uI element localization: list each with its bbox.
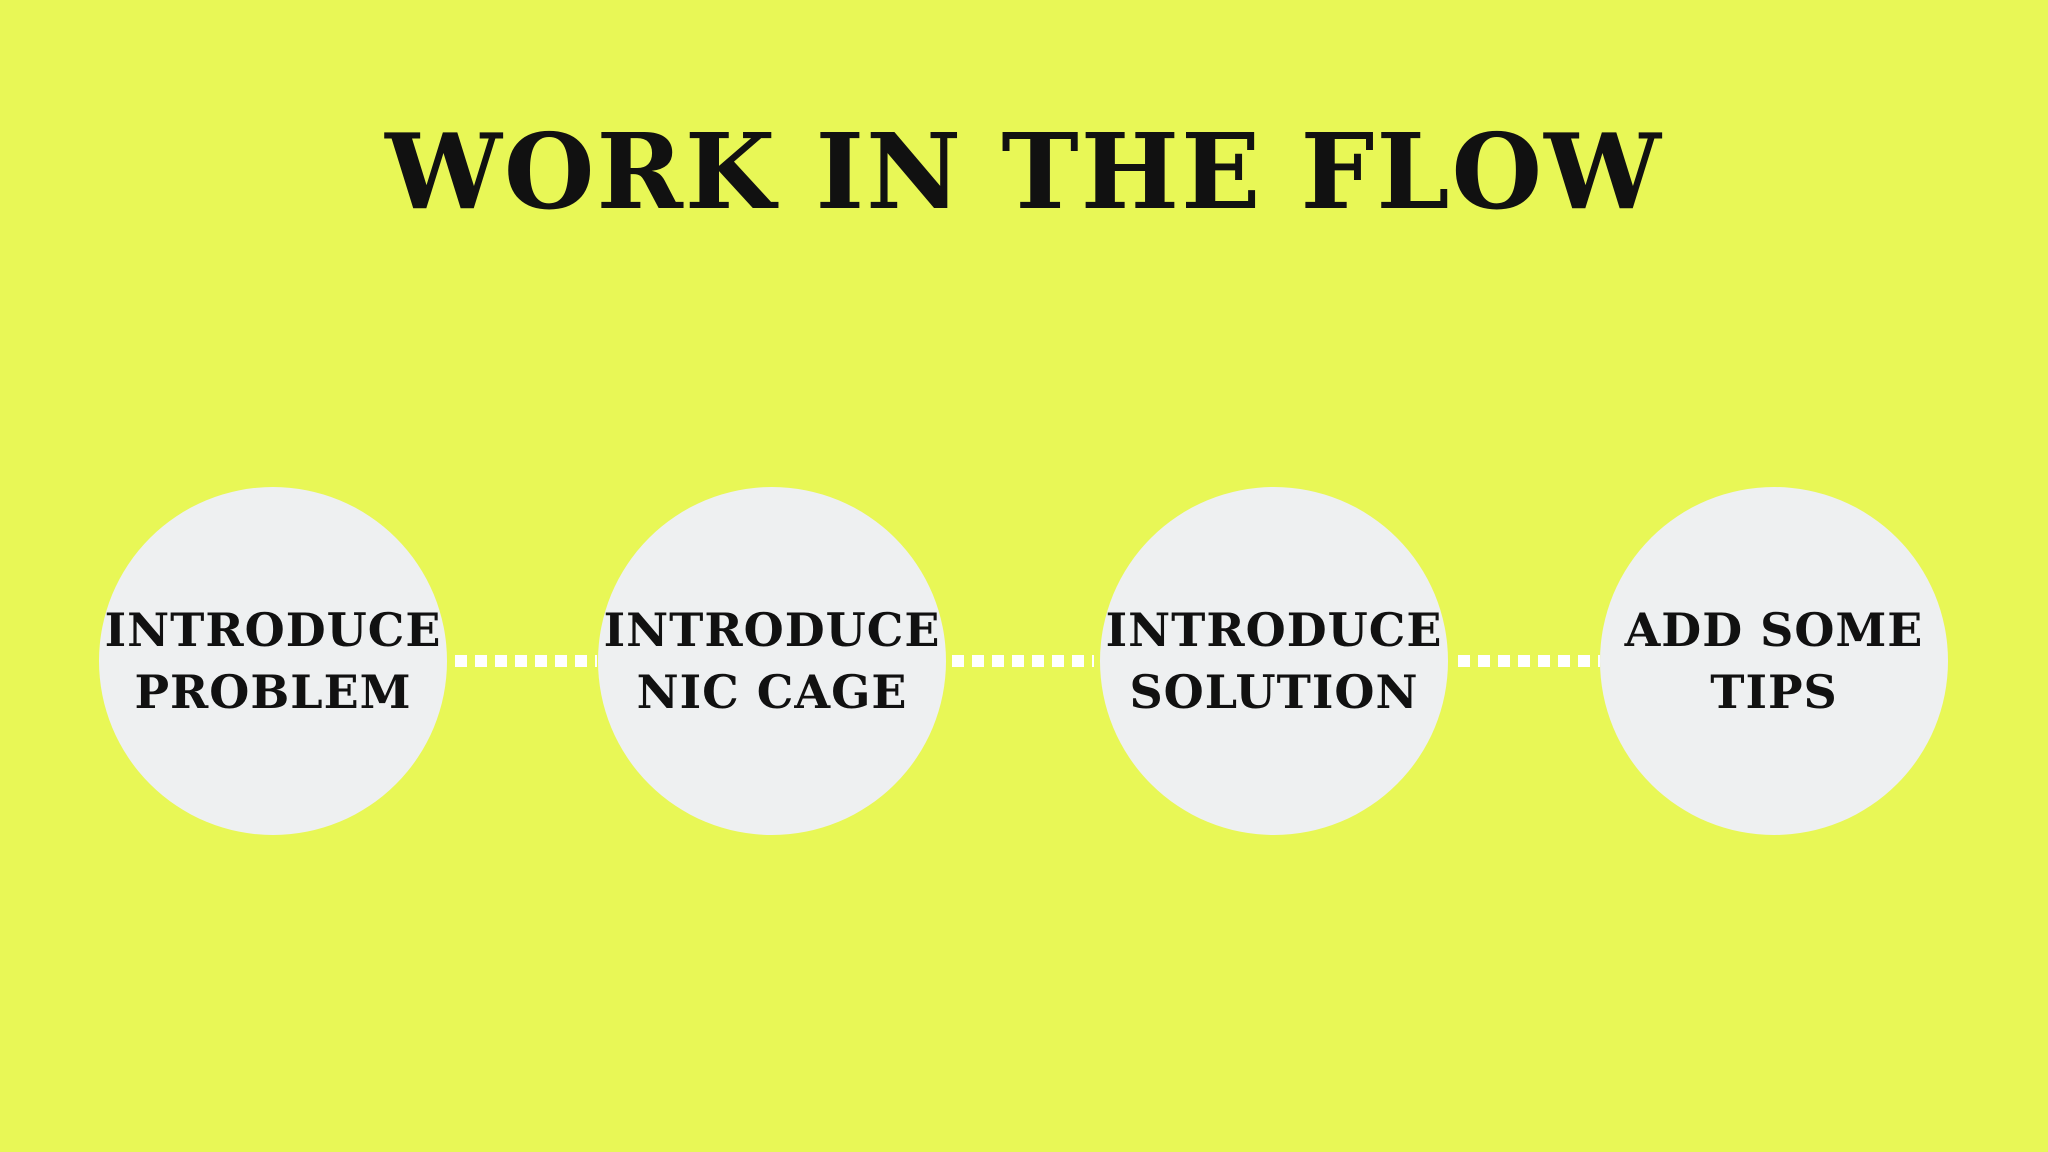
- step-label-line: ADD SOME: [1624, 603, 1924, 657]
- step-label-line: NIC CAGE: [636, 665, 908, 719]
- step-label-line: PROBLEM: [134, 665, 412, 719]
- step-label-line: TIPS: [1710, 665, 1838, 719]
- step-label-line: INTRODUCE: [104, 603, 442, 657]
- step-label-line: INTRODUCE: [1105, 603, 1443, 657]
- flow-step-add-some-tips: ADD SOME TIPS: [1600, 487, 1948, 835]
- step-label-line: SOLUTION: [1129, 665, 1419, 719]
- flow-step-introduce-problem: INTRODUCE PROBLEM: [99, 487, 447, 835]
- slide-title: WORK IN THE FLOW: [385, 110, 1663, 233]
- flow-step-introduce-nic-cage: INTRODUCE NIC CAGE: [598, 487, 946, 835]
- flow-step-introduce-solution: INTRODUCE SOLUTION: [1100, 487, 1448, 835]
- dotted-connector: [455, 655, 597, 667]
- dotted-connector: [952, 655, 1094, 667]
- dotted-connector: [1458, 655, 1600, 667]
- step-label-line: INTRODUCE: [603, 603, 941, 657]
